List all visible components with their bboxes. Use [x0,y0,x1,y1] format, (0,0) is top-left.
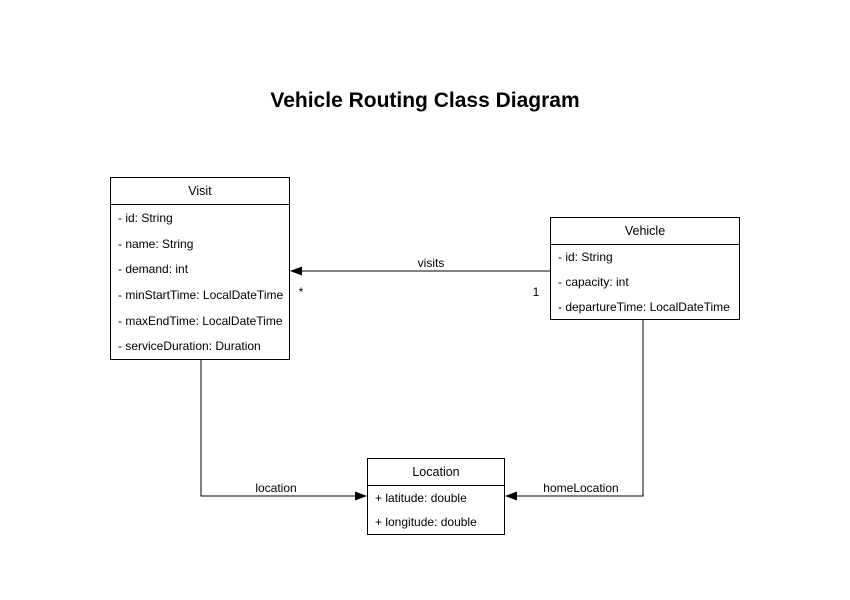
class-attribute: - id: String [558,250,613,265]
class-attribute: - minStartTime: LocalDateTime [118,287,284,302]
class-attrs-vehicle: - id: String - capacity: int - departure… [551,245,739,319]
class-attrs-location: + latitude: double + longitude: double [368,486,504,534]
class-attribute: - id: String [118,210,173,225]
class-box-visit[interactable]: Visit - id: String - name: String - dema… [110,177,290,360]
class-box-location[interactable]: Location + latitude: double + longitude:… [367,458,505,535]
class-attribute: - maxEndTime: LocalDateTime [118,313,283,328]
edge-visits-source-multiplicity: 1 [533,285,540,299]
edge-visits-arrowhead [290,266,302,276]
class-attribute: - name: String [118,236,194,251]
class-attribute: + longitude: double [375,515,477,529]
class-name-vehicle: Vehicle [551,218,739,245]
edge-visits-label: visits [418,256,445,270]
class-attrs-visit: - id: String - name: String - demand: in… [111,205,289,359]
edge-homelocation[interactable]: homeLocation [505,320,644,501]
class-attribute: - capacity: int [558,275,629,289]
edge-location-line[interactable] [200,360,357,497]
class-box-vehicle[interactable]: Vehicle - id: String - capacity: int - d… [550,217,740,320]
edge-location-arrowhead [355,491,367,501]
class-attribute: + latitude: double [375,491,467,505]
edge-visits-target-multiplicity: * [299,285,304,299]
edge-homelocation-arrowhead [505,491,517,501]
class-attribute: - demand: int [118,262,189,277]
diagram-title: Vehicle Routing Class Diagram [270,89,580,112]
edge-visits[interactable]: visits * 1 [290,256,550,299]
edge-location[interactable]: location [200,360,367,501]
class-name-visit: Visit [111,178,289,205]
edge-homelocation-line[interactable] [515,320,644,497]
class-attribute: - departureTime: LocalDateTime [558,299,730,314]
class-name-location: Location [368,459,504,486]
edge-homelocation-label: homeLocation [543,481,618,495]
edge-location-label: location [255,481,296,495]
class-attribute: - serviceDuration: Duration [118,339,261,354]
